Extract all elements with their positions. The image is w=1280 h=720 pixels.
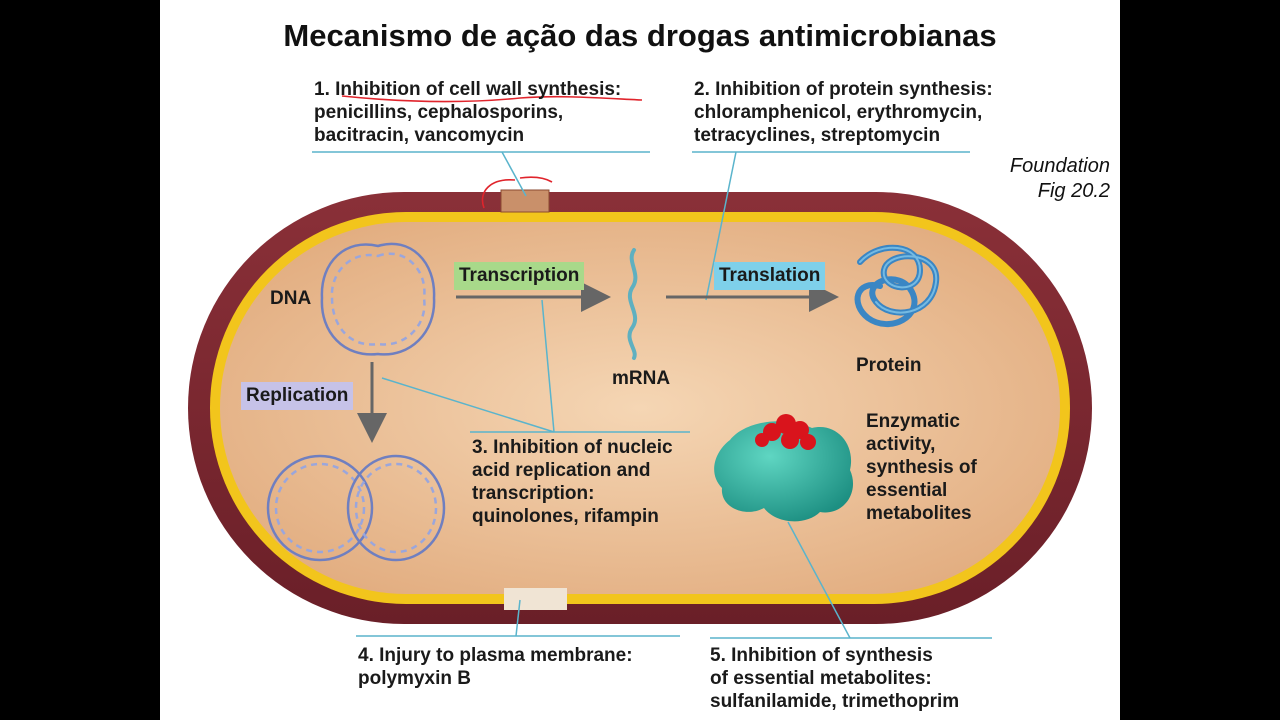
dna-circle (320, 242, 436, 356)
reference-line-2: Fig 20.2 (1037, 180, 1110, 202)
callout-cell-wall: 1. Inhibition of cell wall synthesis: pe… (314, 78, 621, 147)
callout-5-line-2: of essential metabolites: (710, 668, 932, 689)
callout-5-line-3: sulfanilamide, trimethoprim (710, 691, 960, 712)
replicating-dna (266, 454, 446, 562)
callout-4-line-1: Injury to plasma membrane: (379, 645, 633, 666)
reference-line-1: Foundation (1009, 155, 1110, 177)
callout-2-line-1: Inhibition of protein synthesis: (715, 79, 993, 100)
transcription-label: Transcription (454, 262, 585, 290)
callout-1-line-2: penicillins, cephalosporins, (314, 102, 564, 123)
membrane-gap (504, 588, 567, 610)
mrna-label: mRNA (612, 368, 671, 389)
enzyme-blob (714, 421, 854, 522)
substrate (755, 414, 816, 450)
enzyme-label-line-2: activity, (866, 434, 936, 455)
callout-3-number: 3. (472, 437, 488, 458)
mrna-strand (627, 248, 638, 360)
cell-wall-notch (500, 189, 550, 213)
figure-reference: Foundation Fig 20.2 (1010, 154, 1110, 204)
annotation-mark (481, 176, 553, 209)
enzyme-label: Enzymatic activity, synthesis of essenti… (866, 410, 977, 525)
callout-1-line-3: bacitracin, vancomycin (314, 125, 525, 146)
dna-label: DNA (270, 288, 312, 309)
cell-diagram (188, 95, 1092, 639)
enzyme-label-line-4: essential (866, 480, 948, 501)
callout-3-line-4: quinolones, rifampin (472, 506, 659, 527)
callout-3-line-1: Inhibition of nucleic (493, 437, 673, 458)
callout-4-line-2: polymyxin B (358, 668, 471, 689)
callout-essential-metabolites: 5. Inhibition of synthesis of essential … (710, 644, 959, 713)
callout-2-number: 2. (694, 79, 710, 100)
callout-2-line-2: chloramphenicol, erythromycin, (694, 102, 983, 123)
callout-4-number: 4. (358, 645, 374, 666)
slide: Mecanismo de ação das drogas antimicrobi… (160, 0, 1120, 720)
callout-3-line-2: acid replication and (472, 460, 651, 481)
cytoplasm (220, 222, 1060, 594)
protein-label: Protein (856, 355, 922, 376)
callout-1-line-1: Inhibition of cell wall synthesis: (335, 79, 622, 100)
translation-label: Translation (714, 262, 826, 290)
replication-label: Replication (241, 382, 354, 410)
callout-1-number: 1. (314, 79, 330, 100)
callout-nucleic-acid: 3. Inhibition of nucleic acid replicatio… (472, 436, 673, 528)
annotation-underline (341, 95, 643, 103)
slide-title: Mecanismo de ação das drogas antimicrobi… (283, 18, 997, 53)
callout-2-line-3: tetracyclines, streptomycin (694, 125, 941, 146)
callout-plasma-membrane: 4. Injury to plasma membrane: polymyxin … (358, 644, 633, 690)
callout-5-line-1: Inhibition of synthesis (731, 645, 933, 666)
leader-lines (312, 151, 992, 639)
enzyme-label-line-3: synthesis of (866, 457, 977, 478)
callout-3-line-3: transcription: (472, 483, 595, 504)
callout-5-number: 5. (710, 645, 726, 666)
callout-protein-synthesis: 2. Inhibition of protein synthesis: chlo… (694, 78, 993, 147)
enzyme-label-line-1: Enzymatic (866, 411, 960, 432)
enzyme-label-line-5: metabolites (866, 503, 972, 524)
